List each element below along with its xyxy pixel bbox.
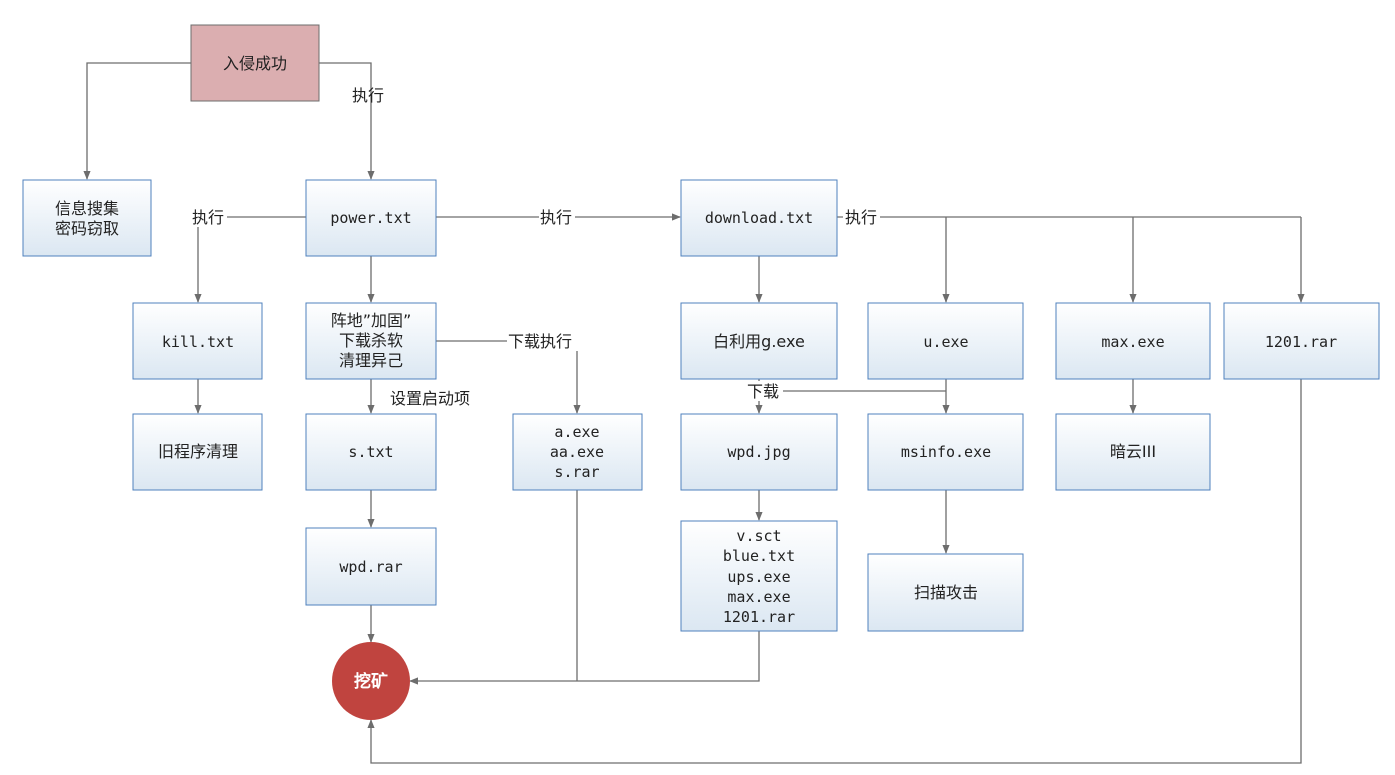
node-download-label: download.txt [705, 209, 813, 227]
node-u-exe[interactable]: u.exe [867, 302, 1024, 380]
node-wpd-rar[interactable]: wpd.rar [305, 527, 437, 606]
edge-1201-to-mining [367, 379, 1302, 764]
node-v-group-line-4: max.exe [727, 588, 790, 606]
node-g-exe[interactable]: 白利用g.exe [680, 302, 838, 380]
edge-labels: 执行 执行 执行 执行 下载执行 设置启动项 下载 [191, 86, 880, 408]
node-g-exe-label: 白利用g.exe [713, 332, 805, 351]
node-fortify-line-1: 阵地”加固” [331, 311, 412, 330]
node-info-collect-line-1: 信息搜集 [55, 199, 119, 218]
node-scan[interactable]: 扫描攻击 [867, 553, 1024, 632]
node-msinfo-label: msinfo.exe [901, 443, 991, 461]
node-power[interactable]: power.txt [305, 179, 437, 257]
node-1201-rar-label: 1201.rar [1265, 333, 1337, 351]
node-1201-rar[interactable]: 1201.rar [1223, 302, 1380, 380]
node-a-group-line-1: a.exe [554, 423, 599, 441]
node-intrusion-label: 入侵成功 [223, 54, 287, 73]
node-info-collect-line-2: 密码窃取 [55, 219, 119, 238]
node-fortify[interactable]: 阵地”加固” 下载杀软 清理异己 [305, 302, 437, 380]
nodes: 入侵成功 信息搜集 密码窃取 power.txt kill.txt 旧程序清理 … [22, 24, 1380, 720]
node-kill-label: kill.txt [162, 333, 234, 351]
node-fortify-line-2: 下载杀软 [339, 331, 403, 350]
node-old-clean-label: 旧程序清理 [158, 442, 238, 461]
edge-intrusion-to-info [83, 62, 191, 180]
node-wpd-rar-label: wpd.rar [339, 558, 402, 576]
node-power-label: power.txt [330, 209, 411, 227]
node-a-group[interactable]: a.exe aa.exe s.rar [512, 413, 643, 491]
node-scan-label: 扫描攻击 [914, 583, 978, 602]
edge-vgroup-to-mining [409, 631, 760, 685]
node-anyun-label: 暗云III [1110, 442, 1156, 461]
node-wpd-jpg-label: wpd.jpg [727, 443, 790, 461]
node-a-group-line-2: aa.exe [550, 443, 604, 461]
node-mining[interactable]: 挖矿 [332, 642, 410, 720]
node-kill[interactable]: kill.txt [132, 302, 263, 380]
node-v-group-line-5: 1201.rar [723, 608, 795, 626]
node-v-group-line-3: ups.exe [727, 568, 790, 586]
edge-label-download: 下载 [747, 382, 779, 401]
node-s-txt[interactable]: s.txt [305, 413, 437, 491]
node-msinfo[interactable]: msinfo.exe [867, 413, 1024, 491]
node-v-group[interactable]: v.sct blue.txt ups.exe max.exe 1201.rar [680, 520, 838, 632]
edge-label-exec-download: 执行 [540, 208, 572, 227]
edge-label-download-exec: 下载执行 [508, 332, 572, 351]
node-mining-label: 挖矿 [354, 671, 388, 692]
node-info-collect[interactable]: 信息搜集 密码窃取 [22, 179, 152, 257]
node-v-group-line-2: blue.txt [723, 547, 795, 565]
edge-label-exec-kill: 执行 [192, 208, 224, 227]
edges [83, 62, 1305, 764]
node-max-exe[interactable]: max.exe [1055, 302, 1211, 380]
node-a-group-line-3: s.rar [554, 463, 599, 481]
node-old-clean[interactable]: 旧程序清理 [132, 413, 263, 491]
node-u-exe-label: u.exe [923, 333, 968, 351]
node-anyun[interactable]: 暗云III [1055, 413, 1211, 491]
edge-intrusion-to-power [319, 62, 375, 180]
edge-label-exec-branch: 执行 [845, 208, 877, 227]
node-max-exe-label: max.exe [1101, 333, 1164, 351]
node-download[interactable]: download.txt [680, 179, 838, 257]
node-s-txt-label: s.txt [348, 443, 393, 461]
node-intrusion[interactable]: 入侵成功 [190, 24, 320, 102]
edge-label-exec-power: 执行 [352, 86, 384, 105]
edge-power-to-kill [194, 216, 306, 303]
node-wpd-jpg[interactable]: wpd.jpg [680, 413, 838, 491]
node-v-group-line-1: v.sct [736, 527, 781, 545]
edge-label-set-startup: 设置启动项 [390, 389, 470, 408]
node-fortify-line-3: 清理异己 [339, 351, 403, 370]
